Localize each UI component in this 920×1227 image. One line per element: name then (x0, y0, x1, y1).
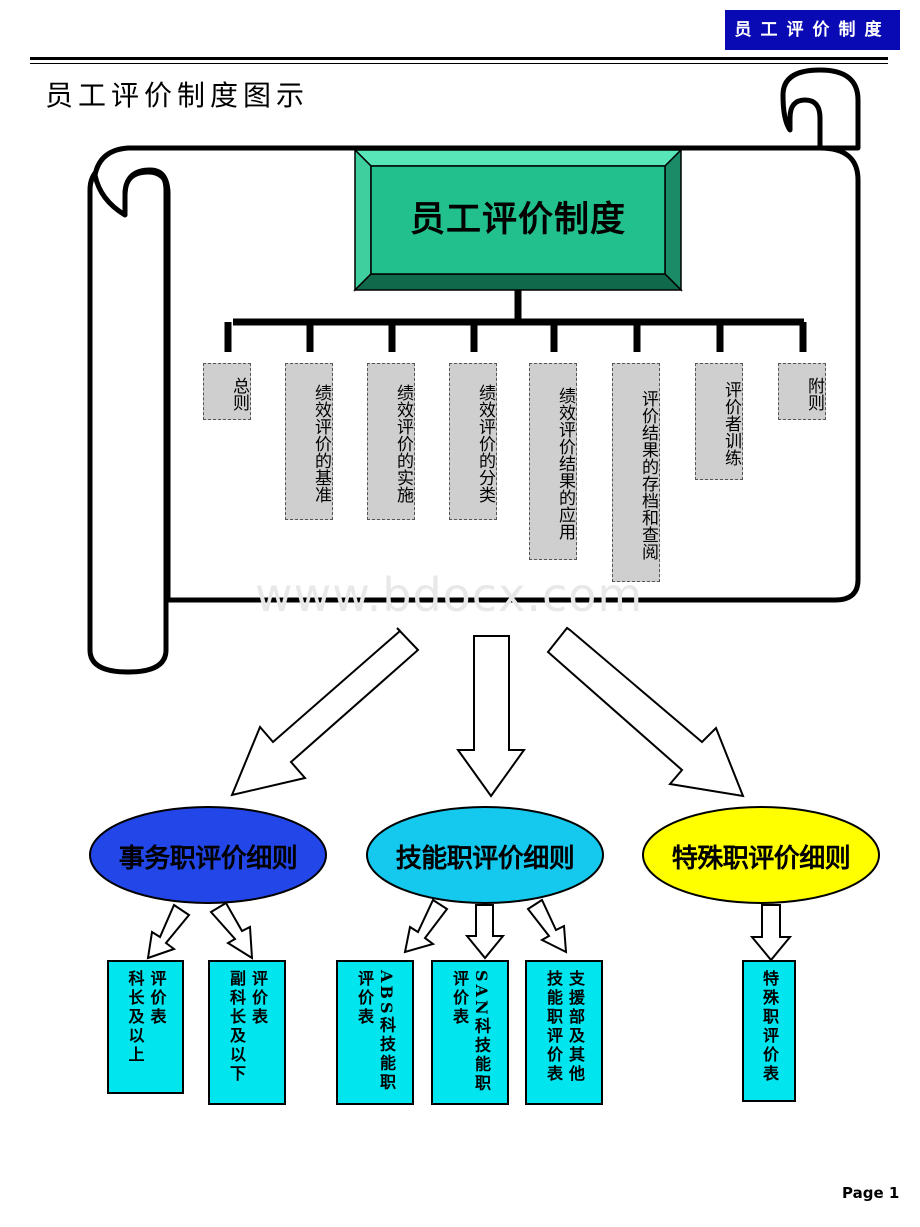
form-text: 副科长及以下 (227, 970, 246, 1084)
category-affairs-label: 事务职评价细则 (118, 844, 298, 874)
sarrow-5 (526, 898, 568, 954)
header-badge: 员工评价制度 (725, 10, 900, 50)
section-label: 总则 (203, 363, 251, 420)
category-skill-label: 技能职评价细则 (395, 844, 575, 874)
form-text: ABS科技能职 (377, 970, 396, 1093)
form-section-chief: 评价表 科长及以上 (107, 960, 184, 1094)
oval-affairs (89, 806, 327, 904)
sarrow-2 (209, 901, 254, 960)
sarrow-3 (403, 898, 449, 954)
oval-special (642, 806, 880, 904)
form-text: 评价表 (355, 970, 374, 1027)
root-box (353, 148, 683, 292)
form-text: 支援部及其他 (566, 970, 585, 1084)
oval-skill (366, 806, 604, 904)
sarrow-1 (146, 903, 191, 960)
category-special-label: 特殊职评价细则 (671, 844, 851, 874)
form-text: 特殊职评价表 (760, 970, 779, 1084)
scroll-right-roll (780, 67, 861, 151)
form-support: 支援部及其他 技能职评价表 (525, 960, 603, 1105)
form-deputy-chief: 评价表 副科长及以下 (208, 960, 286, 1105)
form-text: 技能职评价表 (544, 970, 563, 1084)
sarrow-6 (749, 904, 793, 962)
form-text: 科长及以上 (125, 970, 145, 1065)
section-label: 附则 (778, 363, 826, 420)
scroll-left-curl (122, 169, 171, 600)
sarrow-4 (464, 904, 506, 960)
form-san: SAN科技能职 评价表 (431, 960, 509, 1105)
watermark: www.bdocx.com (255, 568, 644, 622)
form-text: 评价表 (450, 970, 469, 1027)
arrow-left (230, 627, 420, 797)
section-label: 绩效评价的实施 (367, 363, 415, 520)
form-abs: ABS科技能职 评价表 (336, 960, 414, 1105)
section-label: 绩效评价结果的应用 (529, 363, 577, 560)
header-rule (30, 57, 888, 60)
section-label: 绩效评价的基准 (285, 363, 333, 520)
form-text: SAN科技能职 (472, 970, 491, 1094)
big-arrows (230, 626, 745, 798)
form-special: 特殊职评价表 (742, 960, 796, 1102)
arrow-right (546, 626, 745, 798)
page-title: 员工评价制度图示 (45, 79, 310, 112)
section-label: 评价结果的存档和查阅 (612, 363, 660, 582)
form-text: 评价表 (249, 970, 268, 1027)
arrow-center (456, 635, 526, 798)
small-arrows (146, 898, 793, 962)
section-label: 评价者训练 (695, 363, 743, 480)
page-number: Page 1 (842, 1184, 900, 1202)
root-label: 员工评价制度 (409, 200, 626, 240)
section-label: 绩效评价的分类 (449, 363, 497, 520)
form-text: 评价表 (147, 970, 167, 1027)
scroll-left-roll (87, 159, 169, 675)
tree-connectors (233, 290, 804, 326)
header-rule-thin (30, 63, 888, 64)
